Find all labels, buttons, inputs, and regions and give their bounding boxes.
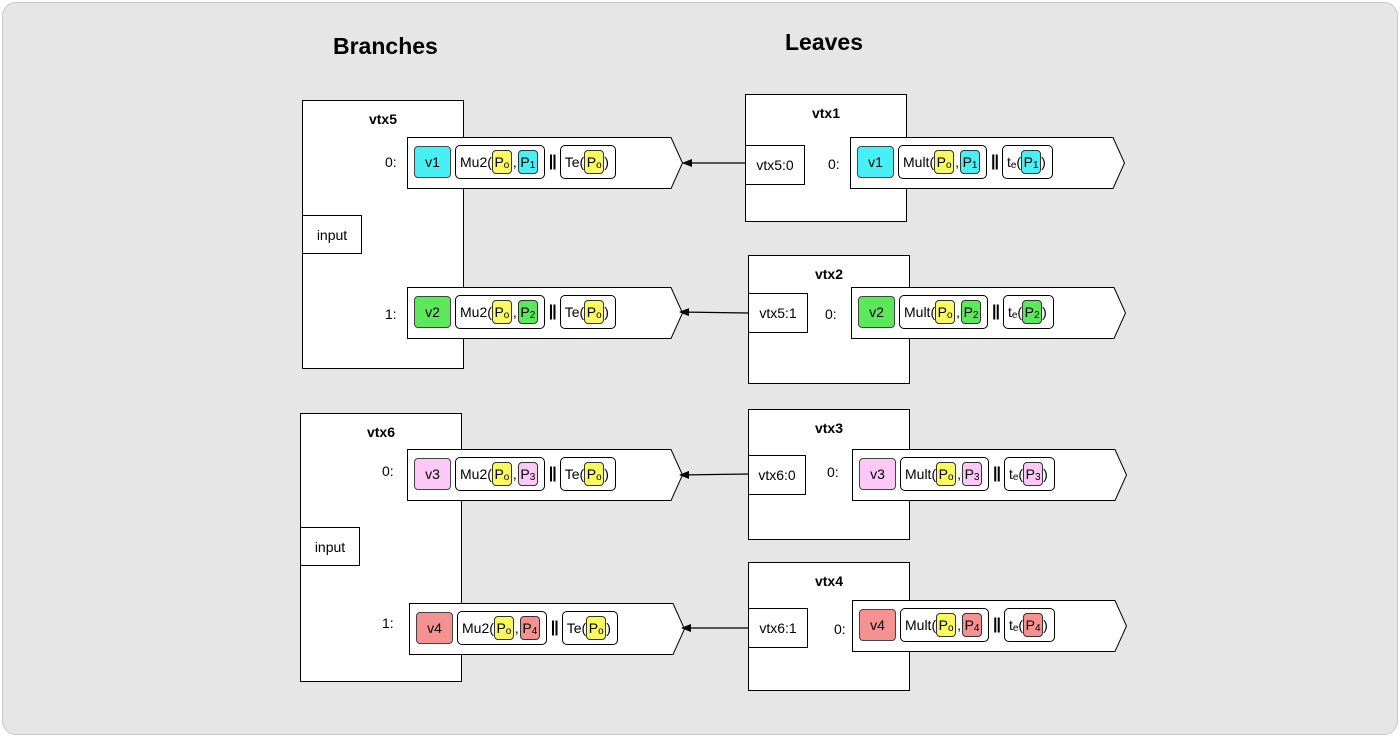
output-index: 0: [834,621,846,637]
value-chip: v1 [857,146,894,178]
concat-separator: || [993,616,1001,633]
value-chip: v2 [858,296,895,328]
input-port[interactable]: vtx6:0 [748,455,806,495]
concat-separator: || [548,153,557,170]
branches-heading: Branches [333,33,438,59]
output-index: 1: [382,615,394,631]
output-index: 0: [828,156,840,172]
concat-separator: || [993,465,1001,482]
concat-separator: || [550,619,559,636]
output-index: 0: [827,464,839,480]
output-index: 1: [385,306,397,322]
vertex-title: vtx1 [811,105,841,121]
output-index: 0: [825,306,837,322]
vertex-title: vtx5 [368,111,398,127]
input-port[interactable]: vtx5:1 [748,293,808,333]
leaves-heading: Leaves [785,29,864,55]
value-chip: v3 [414,458,451,490]
value-chip: v4 [859,609,896,641]
concat-separator: || [548,303,557,320]
vertex-title: vtx4 [814,573,844,589]
output-index: 0: [385,154,397,170]
input-port[interactable]: input [302,215,362,254]
output-index: 0: [382,463,394,479]
vertex-title: vtx3 [814,420,844,436]
value-chip: v1 [414,146,451,178]
value-chip: v4 [416,612,453,644]
concat-separator: || [991,153,999,170]
input-port[interactable]: input [300,527,360,566]
edge-vtx5-1-to-vtx2 [679,308,749,317]
input-port[interactable]: vtx6:1 [748,608,808,648]
concat-separator: || [548,465,557,482]
edges-layer [679,159,749,632]
vertex-title: vtx2 [814,266,844,282]
vertex-title: vtx6 [366,424,396,440]
concat-separator: || [992,303,1000,320]
edge-vtx6-0-to-vtx3 [679,470,749,479]
value-chip: v3 [859,458,896,490]
value-chip: v2 [414,296,451,328]
input-port[interactable]: vtx5:0 [745,145,805,185]
